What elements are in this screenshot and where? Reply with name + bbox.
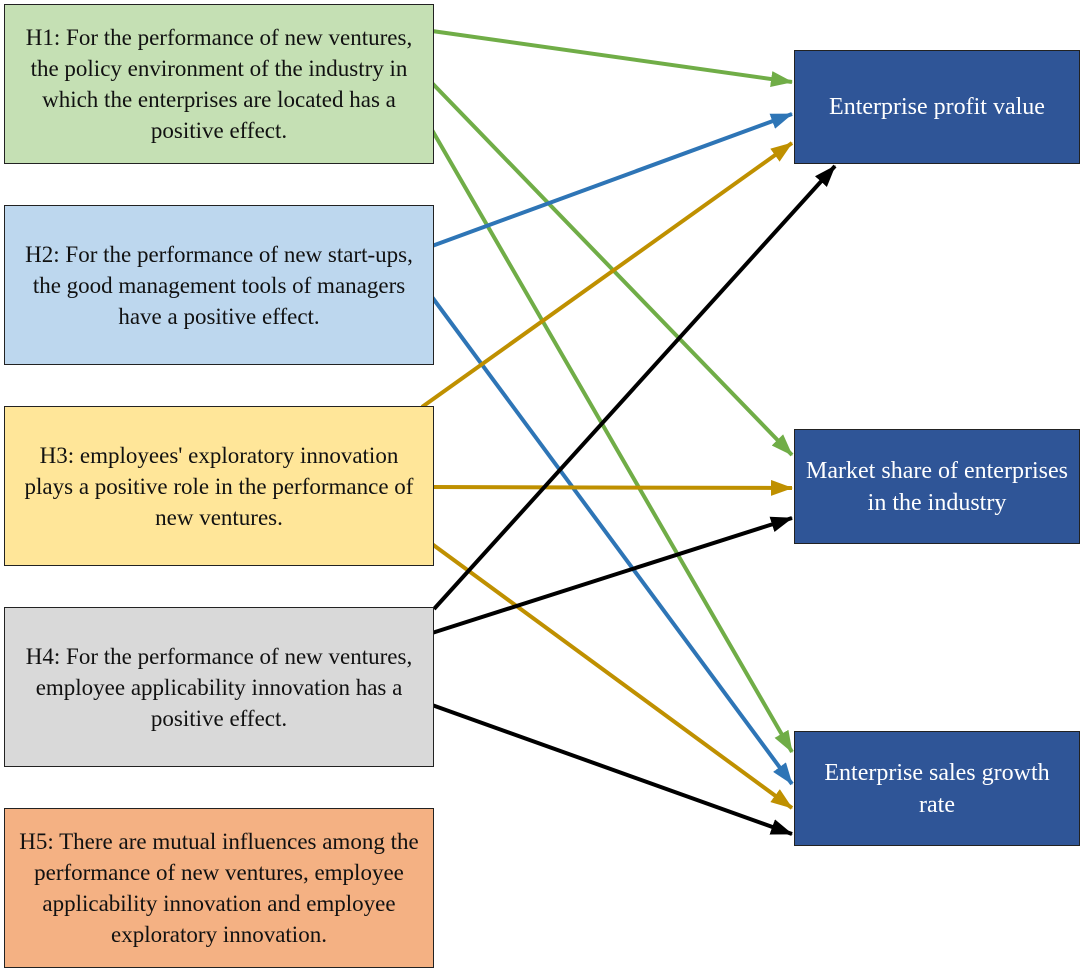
hypothesis-h3-box: H3: employees' exploratory innovation pl…	[4, 406, 434, 566]
hypothesis-h5-text: H5: There are mutual influences among th…	[19, 829, 419, 947]
hypothesis-h5-box: H5: There are mutual influences among th…	[4, 808, 434, 968]
arrow-h3-to-profit	[420, 141, 794, 409]
hypothesis-h4-box: H4: For the performance of new ventures,…	[4, 607, 434, 767]
arrow-h1-to-profit	[431, 29, 793, 87]
outcome-sales-box: Enterprise sales growth rate	[794, 731, 1080, 846]
hypothesis-h3-text: H3: employees' exploratory innovation pl…	[24, 442, 414, 530]
hypothesis-h2-text: H2: For the performance of new start-ups…	[25, 241, 413, 329]
arrow-h3-to-market	[431, 479, 793, 496]
outcome-sales-text: Enterprise sales growth rate	[824, 759, 1050, 818]
hypothesis-h4-text: H4: For the performance of new ventures,…	[25, 643, 413, 731]
arrow-h4-to-profit	[432, 164, 837, 611]
hypothesis-h1-box: H1: For the performance of new ventures,…	[4, 4, 434, 164]
arrow-h1-to-sales	[430, 128, 794, 754]
outcome-market-box: Market share of enterprises in the indus…	[794, 429, 1080, 544]
arrow-h4-to-sales	[431, 703, 793, 836]
arrow-h2-to-profit	[431, 112, 793, 248]
hypothesis-h2-box: H2: For the performance of new start-ups…	[4, 205, 434, 365]
arrow-h3-to-sales	[430, 542, 794, 810]
hypothesis-h1-text: H1: For the performance of new ventures,…	[25, 25, 413, 143]
arrow-h2-to-sales	[430, 295, 794, 786]
outcome-market-text: Market share of enterprises in the indus…	[806, 457, 1068, 516]
outcome-profit-box: Enterprise profit value	[794, 50, 1080, 164]
arrow-h4-to-market	[431, 516, 793, 635]
outcome-profit-text: Enterprise profit value	[829, 94, 1045, 120]
